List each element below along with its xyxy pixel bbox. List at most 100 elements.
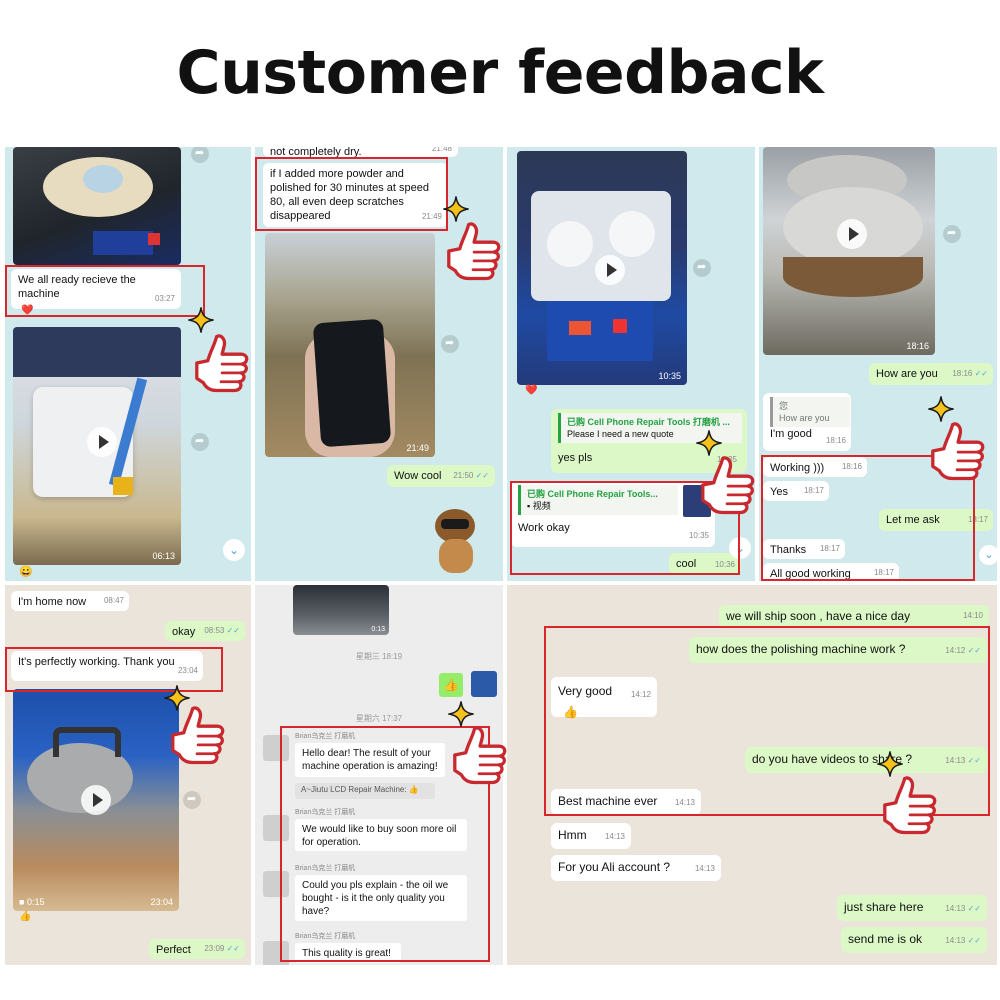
video-thumbnail[interactable]: ■ 0:15 23:04	[13, 689, 179, 911]
highlight-box	[761, 455, 975, 581]
chat-panel-4: 18:16 How are you 18:16 ✓✓ 您 How are you…	[759, 147, 997, 581]
check-icon: ✓✓	[967, 756, 981, 765]
message-sent: okay 08:53 ✓✓	[165, 621, 245, 641]
message-received: Could you pls explain - the oil we bough…	[295, 875, 467, 921]
sender-name: Brian乌克兰 打磨机	[295, 933, 356, 940]
timestamp: 14:12	[945, 646, 966, 655]
chat-panel-5: I'm home now 08:47 okay 08:53 ✓✓ It's pe…	[5, 585, 251, 965]
thumbs-up-icon	[924, 418, 990, 484]
monkey-sticker	[421, 499, 491, 579]
timestamp: 14:13	[604, 832, 625, 841]
chevron-down-icon[interactable]: ⌄	[729, 537, 751, 559]
share-icon[interactable]	[693, 259, 711, 277]
thumbs-up-icon	[446, 722, 512, 788]
message-received: We would like to buy soon more oil for o…	[295, 819, 467, 851]
play-icon[interactable]	[81, 785, 111, 815]
timestamp: 18:17	[873, 568, 894, 577]
message-received: Working ))) 18:16	[763, 457, 867, 477]
timestamp: 18:17	[819, 544, 840, 553]
play-icon[interactable]	[87, 427, 117, 457]
avatar	[263, 815, 289, 841]
chat-panel-2: not completely dry. 21:48 if I added mor…	[255, 147, 503, 581]
timestamp: 14:13	[945, 756, 966, 765]
message-received: Yes 18:17	[763, 481, 829, 501]
video-timestamp: 0:13	[371, 626, 385, 633]
timestamp: 21:49	[421, 212, 442, 221]
quoted-message: 已购 Cell Phone Repair Tools... ▪ 视频	[518, 485, 678, 515]
sender-name: Brian乌克兰 打磨机	[295, 733, 356, 740]
message-received: This quality is great!	[295, 943, 401, 963]
avatar	[263, 735, 289, 761]
video-thumbnail[interactable]: 18:16	[763, 147, 935, 355]
timestamp: 03:27	[154, 294, 175, 303]
video-timestamp: 18:16	[906, 341, 929, 351]
share-icon[interactable]	[441, 335, 459, 353]
photo-timestamp: 21:49	[406, 443, 429, 453]
page-title: Customer feedback	[176, 38, 824, 108]
timestamp: 10:36	[714, 560, 735, 569]
message-received: not completely dry. 21:48	[263, 147, 458, 158]
message-received: We all ready recieve the machine 03:27	[11, 269, 181, 309]
timestamp: 08:47	[103, 596, 124, 605]
video-thumbnail[interactable]: 06:13	[13, 327, 181, 565]
date-separator: 星期三 18:19	[355, 652, 403, 661]
check-icon: ✓✓	[475, 471, 489, 480]
emoji-reaction: 😀	[19, 566, 33, 578]
quoted-message: 已购 Cell Phone Repair Tools 打磨机 ... Pleas…	[558, 413, 742, 443]
highlight-box	[280, 726, 490, 962]
quoted-message: A~Jiutu LCD Repair Machine: 👍	[295, 783, 435, 799]
message-received: For you Ali account ? 14:13	[551, 855, 721, 881]
share-icon[interactable]	[943, 225, 961, 243]
phone-photo[interactable]: 21:49	[265, 233, 435, 457]
highlight-box	[5, 265, 205, 317]
timestamp: 14:13	[945, 904, 966, 913]
highlight-box	[5, 647, 223, 692]
play-icon[interactable]	[595, 255, 625, 285]
timestamp: 14:10	[962, 611, 983, 620]
message-sent: send me is ok 14:13 ✓✓	[841, 927, 987, 953]
thumbs-up-image: 👍	[439, 673, 463, 697]
thumbs-up-emoji: 👍	[563, 705, 578, 719]
message-received-reply: 您 How are you I'm good 18:16	[763, 393, 851, 451]
timestamp: 21:50	[453, 471, 474, 480]
timestamp: 10:35	[688, 531, 709, 540]
video-thumbnail[interactable]: 0:13	[293, 585, 389, 635]
timestamp: 14:12	[630, 690, 651, 699]
message-sent: cool 10:36	[669, 553, 741, 575]
play-icon[interactable]	[837, 219, 867, 249]
check-icon: ✓✓	[226, 944, 240, 953]
message-received: Hmm 14:13	[551, 823, 631, 849]
share-icon[interactable]	[191, 147, 209, 163]
message-received: Very good 14:12	[551, 677, 657, 717]
check-icon: ✓✓	[974, 369, 988, 378]
video-timestamp: 10:35	[658, 371, 681, 381]
thumbs-up-icon	[694, 452, 760, 518]
message-sent: Perfect 23:09 ✓✓	[149, 939, 245, 959]
timestamp: 18:17	[967, 515, 988, 524]
date-separator: 星期六 17:37	[355, 714, 403, 723]
timestamp: 08:53	[204, 626, 225, 635]
message-received: I'm home now 08:47	[11, 591, 129, 611]
highlight-box	[544, 626, 990, 816]
check-icon: ✓✓	[967, 646, 981, 655]
highlight-box	[510, 481, 740, 575]
thumbs-up-emoji: 👍	[19, 911, 32, 922]
highlight-box	[255, 157, 448, 231]
timestamp: 23:04	[177, 666, 198, 675]
message-received-reply: 已购 Cell Phone Repair Tools... ▪ 视频 Work …	[511, 481, 715, 547]
share-icon[interactable]	[183, 791, 201, 809]
message-sent: just share here 14:13 ✓✓	[837, 895, 987, 921]
timestamp: 23:09	[204, 944, 225, 953]
message-sent: Wow cool 21:50 ✓✓	[387, 465, 495, 487]
thumbs-up-icon	[188, 330, 254, 396]
timestamp: 14:13	[694, 864, 715, 873]
avatar	[471, 671, 497, 697]
machine-photo	[13, 147, 181, 265]
sender-name: Brian乌克兰 打磨机	[295, 809, 356, 816]
share-icon[interactable]	[191, 433, 209, 451]
check-icon: ✓✓	[967, 936, 981, 945]
chevron-down-icon[interactable]: ⌄	[979, 545, 997, 565]
video-thumbnail[interactable]: 10:35	[517, 151, 687, 385]
chevron-down-icon[interactable]: ⌄	[223, 539, 245, 561]
message-sent: we will ship soon , have a nice day 14:1…	[719, 605, 989, 627]
